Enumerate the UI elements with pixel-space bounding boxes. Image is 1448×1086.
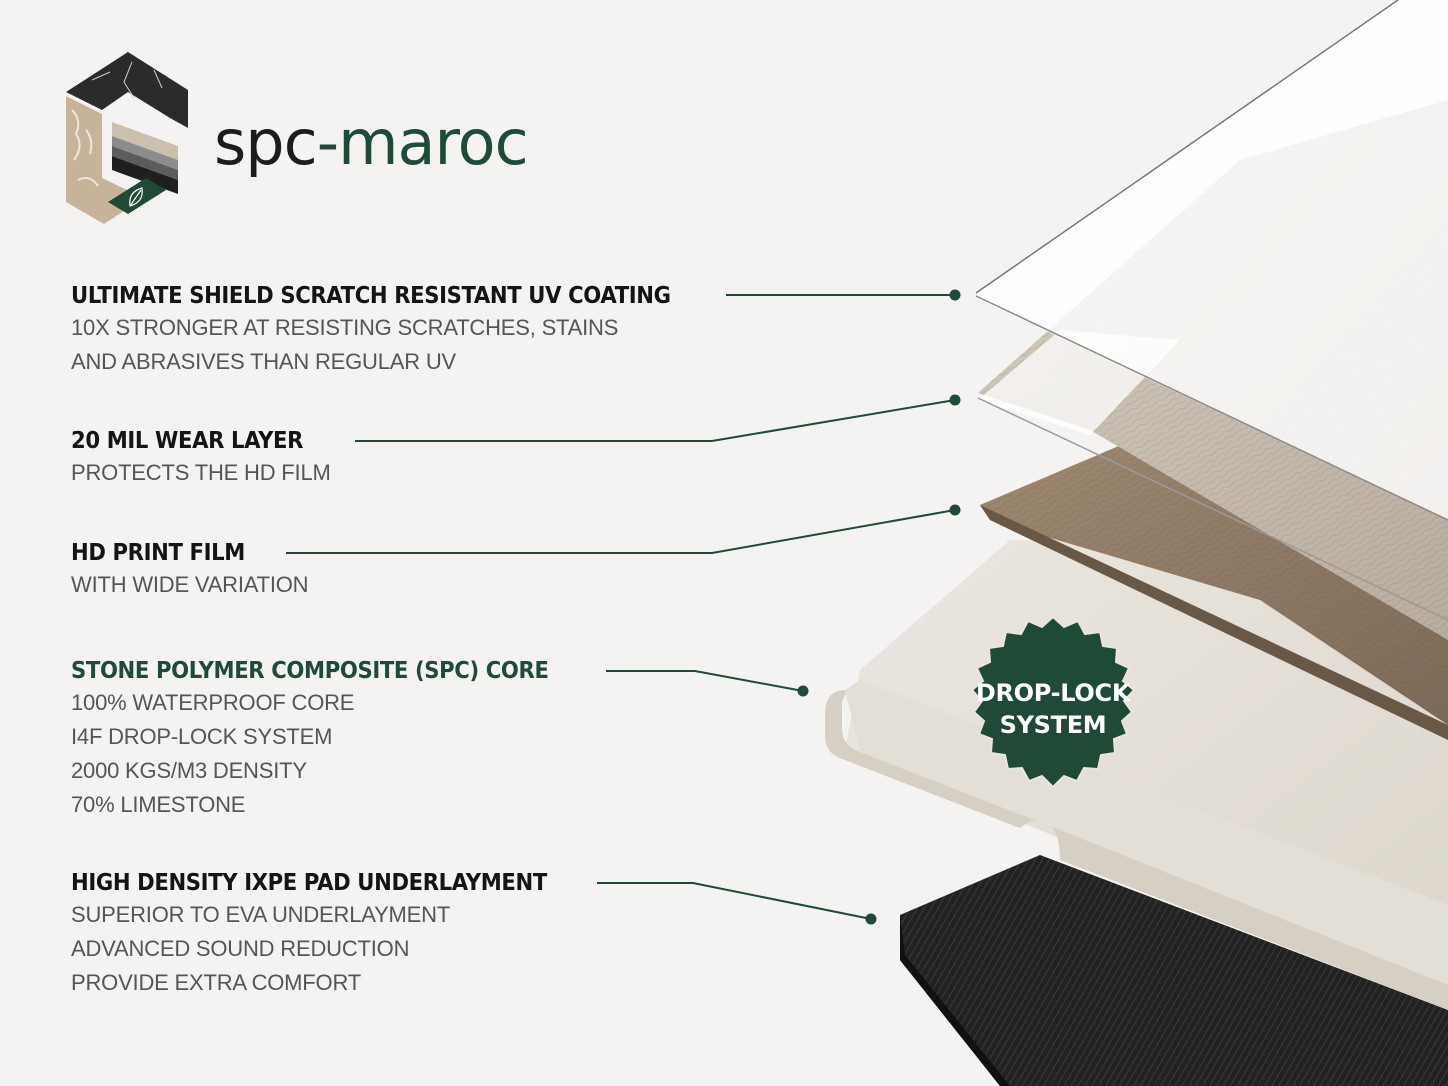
callout-connectors — [286, 294, 956, 920]
layered-floor-hexagon-logo-icon — [66, 52, 188, 224]
layer-ixpe-pad: HIGH DENSITY IXPE PAD UNDERLAYMENT SUPER… — [71, 868, 588, 1000]
layer-title: STONE POLYMER COMPOSITE (SPC) CORE — [71, 658, 549, 684]
brand-name-part2: -maroc — [316, 106, 529, 179]
layer-title: HD PRINT FILM — [71, 540, 245, 566]
layer-desc-line: WITH WIDE VARIATION — [71, 572, 309, 597]
layer-uv-coating: ULTIMATE SHIELD SCRATCH RESISTANT UV COA… — [71, 281, 723, 379]
drop-lock-badge: DROP-LOCK SYSTEM — [954, 607, 1152, 797]
layer-desc-line: AND ABRASIVES THAN REGULAR UV — [71, 349, 457, 374]
layer-title: HIGH DENSITY IXPE PAD UNDERLAYMENT — [71, 870, 547, 896]
layer-desc-line: ADVANCED SOUND REDUCTION — [71, 936, 410, 961]
connector-wear — [355, 399, 956, 442]
layer-desc-line: PROTECTS THE HD FILM — [71, 460, 331, 485]
layer-title: ULTIMATE SHIELD SCRATCH RESISTANT UV COA… — [71, 283, 671, 309]
layer-desc-line: SUPERIOR TO EVA UNDERLAYMENT — [71, 902, 451, 927]
layer-hd-print-film: HD PRINT FILM WITH WIDE VARIATION — [71, 538, 309, 602]
layer-desc-line: I4F DROP-LOCK SYSTEM — [71, 724, 333, 749]
badge-label: DROP-LOCK SYSTEM — [954, 677, 1152, 741]
connector-pad — [597, 882, 872, 920]
brand-name-part1: spc — [214, 106, 318, 179]
connector-film — [286, 509, 956, 554]
ixpe-pad-layer — [900, 855, 1448, 1086]
layer-desc-line: 70% LIMESTONE — [71, 792, 246, 817]
uv-coating-layer — [975, 0, 1448, 521]
layer-spc-core: STONE POLYMER COMPOSITE (SPC) CORE 100% … — [71, 656, 590, 822]
brand-wordmark: spc-maroc — [214, 112, 529, 174]
leaf-icon — [129, 187, 143, 207]
layer-desc-line: 100% WATERPROOF CORE — [71, 690, 355, 715]
callout-dots — [797, 289, 961, 925]
layer-desc-line: 10X STRONGER AT RESISTING SCRATCHES, STA… — [71, 315, 619, 340]
layer-desc-line: PROVIDE EXTRA COMFORT — [71, 970, 361, 995]
badge-line-2: SYSTEM — [999, 711, 1107, 739]
seal-badge-icon — [970, 615, 1136, 789]
connector-core — [606, 670, 804, 692]
layer-title: 20 MIL WEAR LAYER — [71, 428, 304, 454]
brand-logo: spc-maroc — [62, 50, 582, 225]
badge-line-1: DROP-LOCK — [975, 679, 1131, 707]
layer-desc-line: 2000 KGS/M3 DENSITY — [71, 758, 307, 783]
layer-wear-layer: 20 MIL WEAR LAYER PROTECTS THE HD FILM — [71, 426, 331, 490]
